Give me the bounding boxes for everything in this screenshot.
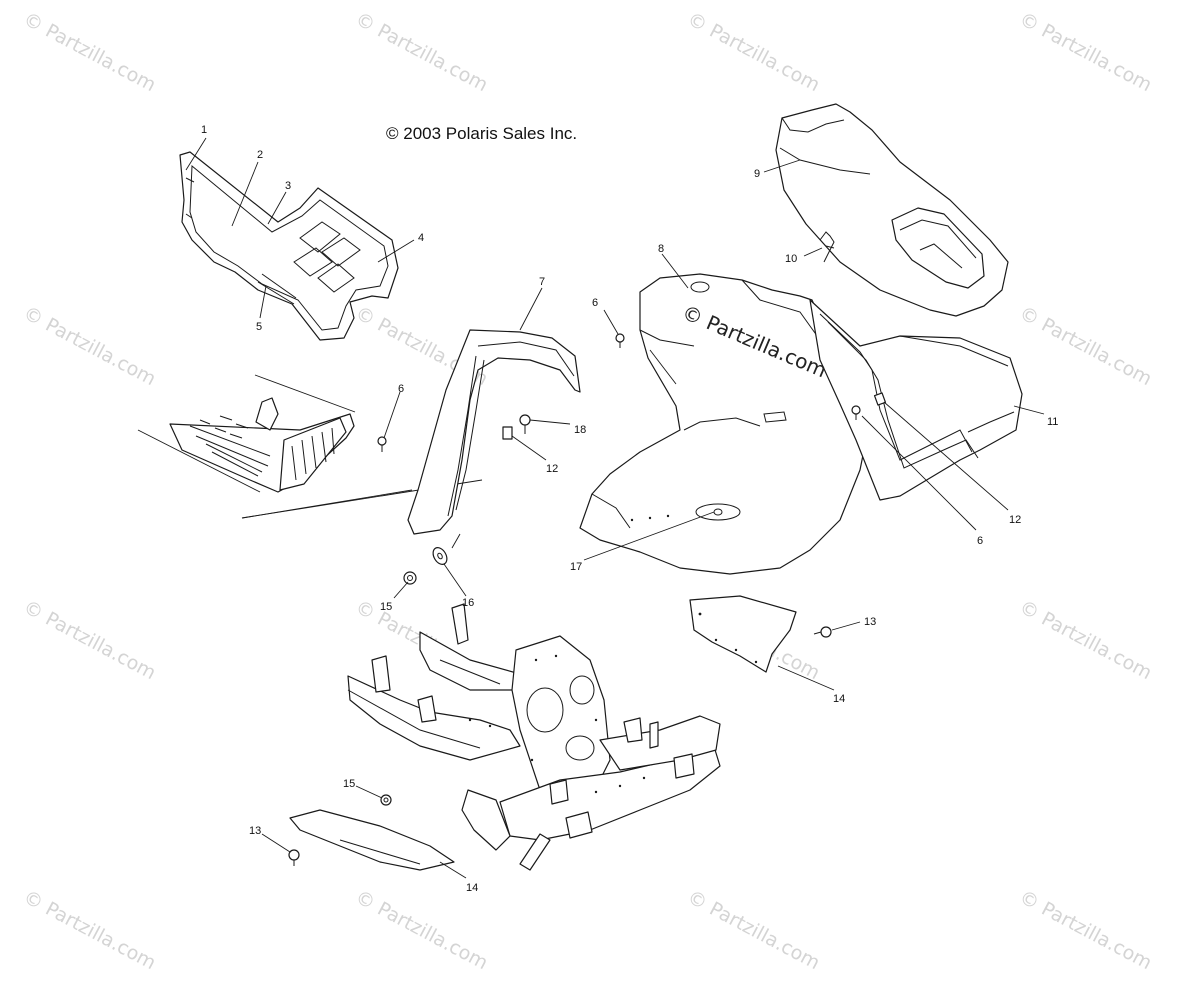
push-rivet-6b — [615, 333, 625, 348]
callout-12: 12 — [546, 463, 559, 475]
nut-15a — [403, 571, 417, 585]
copyright-notice: © 2003 Polaris Sales Inc. — [386, 124, 578, 143]
push-rivet-6c — [851, 405, 861, 420]
rear-fender — [579, 273, 881, 575]
callout-4: 4 — [418, 232, 425, 244]
callout-14: 14 — [466, 882, 479, 894]
callout-14: 14 — [833, 693, 846, 705]
leader-lines — [185, 137, 1045, 879]
callout-1: 1 — [201, 124, 208, 136]
skid-plate-upper — [689, 595, 797, 673]
screw-18 — [519, 414, 531, 434]
callout-10: 10 — [785, 253, 798, 265]
callout-17: 17 — [570, 561, 583, 573]
callout-8: 8 — [658, 243, 665, 255]
seat — [775, 103, 1009, 317]
callout-18: 18 — [574, 424, 587, 436]
callout-7: 7 — [539, 276, 546, 288]
footwell-panel — [179, 151, 399, 341]
seat-latch — [819, 231, 835, 263]
callout-11: 11 — [1047, 416, 1059, 428]
rear-storage-base — [809, 299, 1023, 501]
screw-13b — [288, 849, 300, 866]
fasteners — [288, 333, 887, 866]
clip-12a — [502, 426, 513, 440]
callout-6: 6 — [592, 297, 599, 309]
callout-5: 5 — [256, 321, 263, 333]
screw-13a — [813, 626, 832, 638]
callout-16: 16 — [462, 597, 475, 609]
chassis-frame — [347, 603, 721, 871]
callout-15: 15 — [343, 778, 356, 790]
callout-9: 9 — [754, 168, 761, 180]
callout-6: 6 — [977, 535, 984, 547]
footrest-grate — [137, 374, 483, 519]
callout-2: 2 — [257, 149, 264, 161]
callout-12: 12 — [1009, 514, 1022, 526]
fender-flare — [407, 329, 581, 535]
clip-12b — [873, 392, 887, 406]
callout-15: 15 — [380, 601, 393, 613]
callout-13: 13 — [249, 825, 262, 837]
washer — [432, 547, 448, 565]
callout-13: 13 — [864, 616, 877, 628]
nut-15b — [380, 794, 392, 806]
skid-plate-lower — [289, 809, 455, 871]
callout-3: 3 — [285, 180, 292, 192]
push-rivet-6a — [377, 436, 387, 452]
callout-6: 6 — [398, 383, 405, 395]
